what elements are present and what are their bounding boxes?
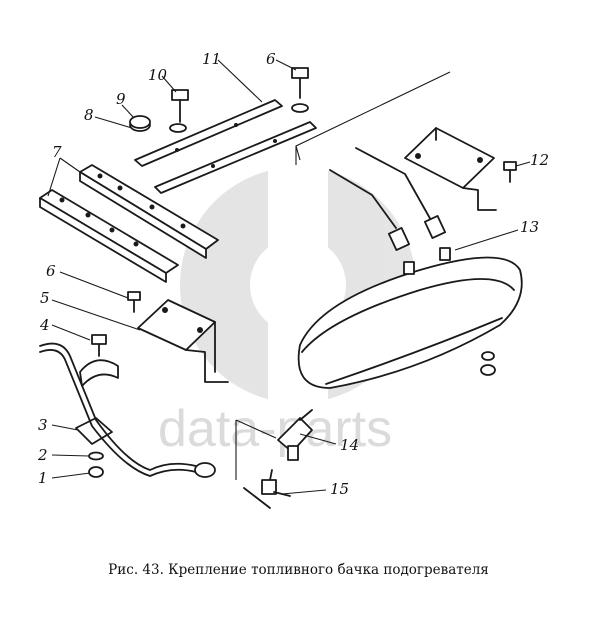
leader-lines — [47, 59, 531, 495]
callout-12: 12 — [530, 151, 549, 169]
fasteners-top — [129, 67, 309, 133]
callout-8: 8 — [84, 106, 94, 124]
callout-5: 5 — [40, 289, 50, 307]
watermark-text: data-parts — [158, 400, 392, 458]
bracket-7-upper — [79, 164, 219, 259]
callout-7: 7 — [52, 143, 62, 161]
fuel-tubes — [329, 147, 447, 252]
fitting-14 — [277, 409, 313, 461]
callout-15: 15 — [330, 480, 349, 498]
strip-11 — [134, 99, 317, 194]
callout-4: 4 — [39, 316, 50, 334]
bracket-upper-right — [404, 127, 517, 211]
callout-10: 10 — [148, 66, 168, 84]
fuel-pipe — [39, 342, 216, 478]
callout-14: 14 — [340, 436, 359, 454]
callout-13: 13 — [520, 218, 539, 236]
callouts: 1 2 3 4 5 6 6 7 8 9 10 11 12 13 14 15 — [37, 50, 549, 498]
valve-15 — [243, 469, 291, 509]
figure-caption: Рис. 43. Крепление топливного бачка подо… — [108, 562, 489, 578]
callout-11: 11 — [202, 50, 221, 68]
callout-3: 3 — [38, 416, 48, 434]
bracket-7-lower — [39, 189, 179, 283]
callout-1: 1 — [38, 469, 48, 487]
callout-6-upper: 6 — [266, 50, 276, 68]
callout-6-lower: 6 — [46, 262, 56, 280]
callout-9: 9 — [116, 90, 126, 108]
assembly-lines — [235, 71, 451, 480]
callout-2: 2 — [37, 446, 48, 464]
fuel-tank — [297, 247, 523, 389]
bracket-5 — [127, 291, 229, 383]
